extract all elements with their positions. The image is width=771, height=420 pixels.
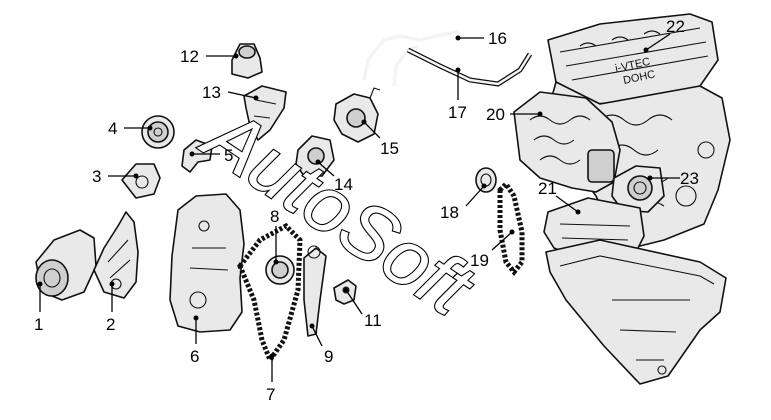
callout-label: 18 [440,203,459,222]
intake-manifold-part [513,91,621,193]
vent-pipe-part [406,47,533,87]
water-pump-part [35,229,97,301]
spacer-part [475,167,497,193]
callout-5: 5 [189,146,233,165]
callout-15: 15 [361,119,399,158]
cylinder-head-cover-part: i-VTEC DOHC [547,13,719,105]
callout-label: 19 [470,251,489,270]
callout-label: 6 [190,347,199,366]
timing-chain-part [237,222,303,366]
callout-label: 22 [666,17,685,36]
callout-20: 20 [486,105,543,124]
callout-label: 1 [34,315,43,334]
callout-3: 3 [92,167,139,186]
callout-label: 16 [488,29,507,48]
callout-label: 13 [202,83,221,102]
callout-11: 11 [343,287,382,330]
oil-pan-part [545,239,727,385]
callout-12: 12 [180,47,239,66]
callout-22: 22 [643,17,685,53]
callout-17: 17 [448,67,467,122]
callout-7: 7 [266,353,275,404]
callout-label: 9 [324,347,333,366]
callout-18: 18 [440,183,487,222]
callout-label: 14 [334,175,353,194]
balancer-chain-part [497,180,525,277]
callout-label: 17 [448,103,467,122]
timing-cover-upper-part [169,193,245,333]
callout-label: 7 [266,385,275,404]
crank-sprocket-part [265,255,295,285]
callout-14: 14 [315,159,353,194]
callout-8: 8 [270,207,279,265]
callout-1: 1 [34,281,43,334]
callout-label: 8 [270,207,279,226]
breather-hose-part [362,30,463,87]
timing-cover-lower-part [93,211,139,299]
tensioner-arm-part [181,139,213,173]
callout-9: 9 [309,323,333,366]
callout-label: 23 [680,169,699,188]
callout-21: 21 [538,179,581,215]
callout-13: 13 [202,83,259,102]
chain-guide-part [303,245,327,337]
callout-4: 4 [108,119,153,138]
callout-23: 23 [647,169,699,188]
callout-2: 2 [106,281,115,334]
callout-label: 3 [92,167,101,186]
thermostat-housing-part [333,87,381,143]
callout-label: 5 [224,146,233,165]
callout-label: 15 [380,139,399,158]
callout-label: 21 [538,179,557,198]
callout-label: 20 [486,105,505,124]
callout-label: 12 [180,47,199,66]
callout-label: 11 [364,311,382,330]
engine-mount-part [231,43,263,79]
idler-pulley-part [141,115,175,149]
callout-label: 4 [108,119,117,138]
vtc-actuator-part [295,135,335,177]
callout-label: 2 [106,315,115,334]
callout-19: 19 [470,229,515,270]
tensioner-bracket-part [121,163,161,199]
callout-16: 16 [455,29,507,48]
callout-6: 6 [190,315,199,366]
